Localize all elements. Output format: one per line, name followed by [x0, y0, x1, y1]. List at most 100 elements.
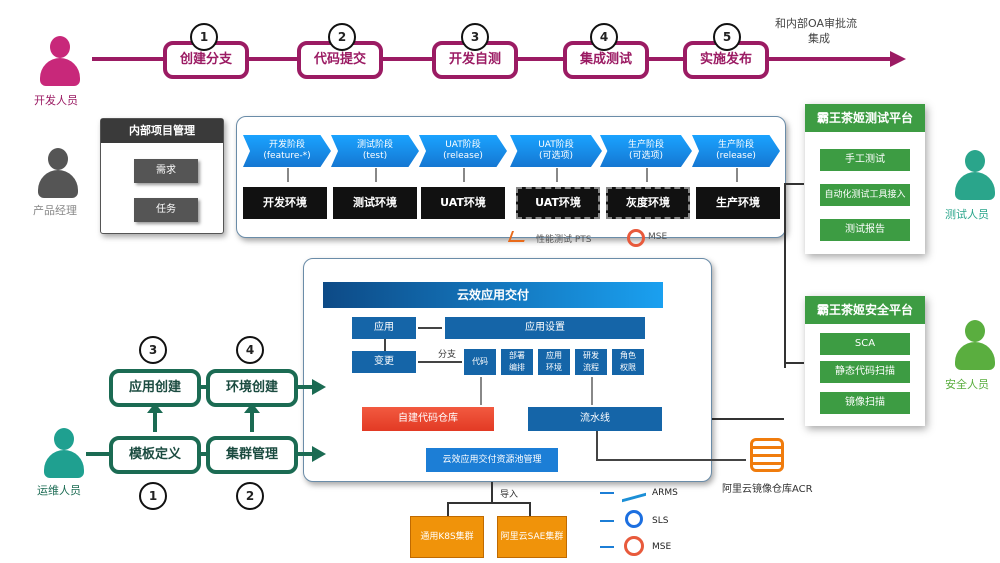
step-num-4: 4 — [590, 23, 618, 51]
stage-dev-line1: 开发阶段 — [268, 140, 305, 150]
stage-prod-optional: 生产阶段(可选项) — [600, 135, 692, 167]
static-scan-item[interactable]: 静态代码扫描 — [820, 361, 910, 383]
stage-prod-optional-line1: 生产阶段 — [627, 140, 664, 150]
product-manager-label: 产品经理 — [33, 204, 77, 217]
env-uat-optional: UAT环境 — [516, 187, 600, 219]
developer-icon — [40, 36, 80, 88]
delivery-title: 云效应用交付 — [323, 282, 663, 308]
test-report-item[interactable]: 测试报告 — [820, 219, 910, 241]
stage-test: 测试阶段(test) — [331, 135, 419, 167]
acr-label: 阿里云镜像仓库ACR — [722, 484, 813, 495]
pipeline-stages-panel — [236, 116, 786, 238]
stage-arrow — [736, 168, 738, 182]
stage-uat: UAT阶段(release) — [419, 135, 507, 167]
step-commit-code: 代码提交 — [297, 41, 383, 79]
repo-box[interactable]: 自建代码仓库 — [362, 407, 494, 431]
app-to-settings-arrow — [418, 327, 442, 329]
stage-arrow — [375, 168, 377, 182]
stage-uat-optional-line2: (可选项) — [538, 151, 574, 161]
mse-icon — [627, 229, 645, 247]
step-release: 实施发布 — [683, 41, 769, 79]
tester-label: 测试人员 — [945, 208, 989, 221]
manual-test-item[interactable]: 手工测试 — [820, 149, 910, 171]
test-platform-title: 霸王茶姬测试平台 — [805, 104, 925, 132]
arms-icon — [622, 482, 646, 503]
step-num-5: 5 — [713, 23, 741, 51]
cluster-connector — [447, 502, 449, 516]
acr-icon — [750, 438, 784, 472]
ops-arrow — [298, 452, 312, 456]
stage-arrow — [646, 168, 648, 182]
tool-arrow — [600, 520, 614, 522]
cluster-connector — [529, 502, 531, 516]
sls-label: SLS — [652, 516, 669, 526]
automation-tool-item[interactable]: 自动化测试工具接入 — [820, 184, 910, 206]
app-down-arrow — [384, 339, 386, 351]
sae-cluster-box[interactable]: 阿里云SAE集群 — [497, 516, 567, 558]
code-down-arrow — [480, 377, 482, 405]
mse-label-top: MSE — [648, 232, 668, 242]
pts-label: 性能测试 PTS — [536, 235, 592, 245]
ops-icon — [44, 428, 84, 480]
setting-roles[interactable]: 角色 权限 — [612, 349, 644, 375]
sca-item[interactable]: SCA — [820, 333, 910, 355]
setting-process[interactable]: 研发 流程 — [575, 349, 607, 375]
env-create-box: 环境创建 — [206, 369, 298, 407]
step-num-1: 1 — [190, 23, 218, 51]
setting-deploy[interactable]: 部署 编排 — [501, 349, 533, 375]
stage-uat-line1: UAT阶段 — [445, 140, 481, 150]
mse-tool-label: MSE — [652, 542, 672, 552]
ops-line — [201, 452, 209, 456]
import-label: 导入 — [500, 490, 519, 500]
oa-note-line1: 和内部OA审批流 — [775, 17, 857, 30]
setting-code[interactable]: 代码 — [464, 349, 496, 375]
import-arrow — [491, 482, 493, 502]
setting-env[interactable]: 应用 环境 — [538, 349, 570, 375]
stage-prod: 生产阶段(release) — [692, 135, 780, 167]
tool-arrow — [600, 492, 614, 494]
app-box[interactable]: 应用 — [352, 317, 416, 339]
project-mgmt-panel: 内部项目管理 需求 任务 — [100, 118, 224, 234]
pipeline-to-acr — [596, 431, 598, 459]
stage-dev-line2: (feature-*) — [263, 151, 311, 161]
security-icon — [955, 320, 995, 372]
sls-icon — [625, 510, 643, 528]
stage-arrow — [287, 168, 289, 182]
env-dev: 开发环境 — [243, 187, 327, 219]
app-settings-box[interactable]: 应用设置 — [445, 317, 645, 339]
ops-up-arrow — [250, 408, 254, 432]
ops-arrowhead — [312, 446, 326, 462]
image-scan-item[interactable]: 镜像扫描 — [820, 392, 910, 414]
ops-up-arrow — [153, 408, 157, 432]
step-num-3: 3 — [461, 23, 489, 51]
stage-prod-optional-line2: (可选项) — [628, 151, 664, 161]
ops-arrow — [298, 385, 312, 389]
resource-pool-box[interactable]: 云效应用交付资源池管理 — [426, 448, 558, 472]
stage-prod-line2: (release) — [716, 151, 756, 161]
product-manager-icon — [38, 148, 78, 200]
stage-dev: 开发阶段(feature-*) — [243, 135, 331, 167]
k8s-cluster-box[interactable]: 通用K8S集群 — [410, 516, 484, 558]
ops-num-3: 3 — [139, 336, 167, 364]
connector-line — [662, 418, 784, 420]
stage-arrow — [556, 168, 558, 182]
requirement-button[interactable]: 需求 — [134, 159, 198, 183]
pipeline-box[interactable]: 流水线 — [528, 407, 662, 431]
cluster-connector — [447, 502, 529, 504]
task-button[interactable]: 任务 — [134, 198, 198, 222]
ops-num-4: 4 — [236, 336, 264, 364]
branch-label: 分支 — [438, 350, 457, 360]
process-down-arrow — [591, 377, 593, 405]
stage-uat-optional: UAT阶段(可选项) — [510, 135, 602, 167]
ops-num-1: 1 — [139, 482, 167, 510]
ops-label: 运维人员 — [37, 484, 81, 497]
env-prod: 生产环境 — [696, 187, 780, 219]
pts-icon — [507, 231, 529, 242]
env-test: 测试环境 — [333, 187, 417, 219]
security-platform-panel: 霸王茶姬安全平台 SCA 静态代码扫描 镜像扫描 — [805, 296, 925, 426]
stage-prod-line1: 生产阶段 — [717, 140, 754, 150]
cluster-manage-box: 集群管理 — [206, 436, 298, 474]
ops-up-arrowhead — [244, 403, 260, 413]
change-box[interactable]: 变更 — [352, 351, 416, 373]
change-to-code-arrow — [418, 361, 462, 363]
